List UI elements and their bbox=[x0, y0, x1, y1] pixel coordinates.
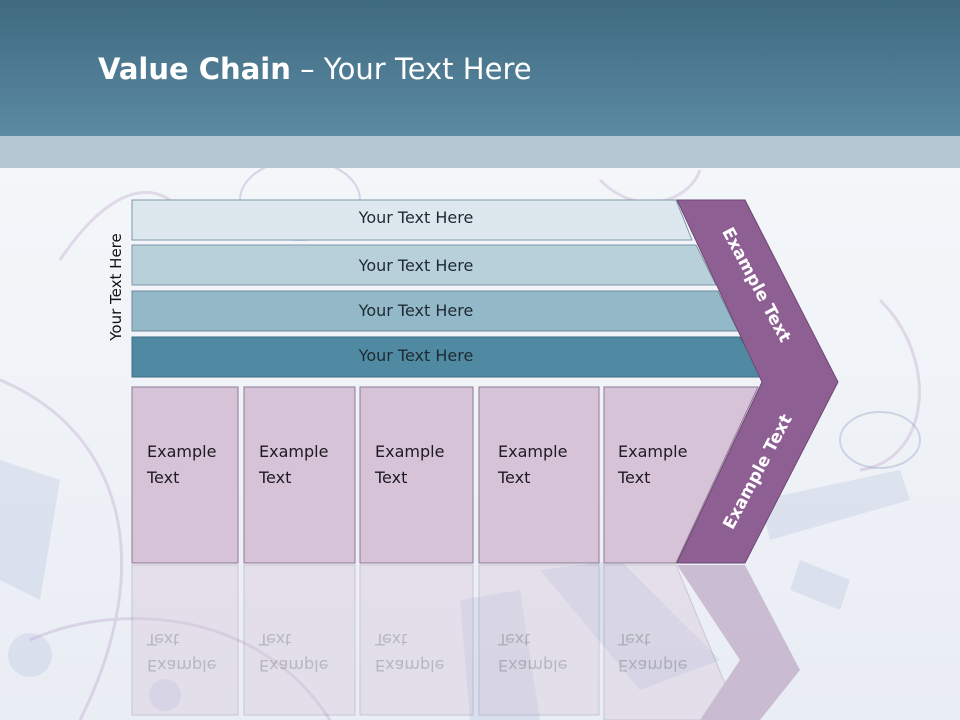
bar-1 bbox=[131, 199, 693, 241]
header-band bbox=[0, 0, 960, 136]
box-2-label: Example Text bbox=[259, 442, 329, 487]
reflection-box-5-label: Example Text bbox=[618, 630, 688, 675]
bar-1-label: Your Text Here bbox=[358, 208, 474, 227]
title-rest: – Your Text Here bbox=[290, 52, 532, 86]
box-3 bbox=[359, 386, 474, 564]
box-5-label: Example Text bbox=[618, 442, 688, 487]
bar-3-label: Your Text Here bbox=[358, 301, 474, 320]
header-subband bbox=[0, 136, 960, 168]
box-5 bbox=[603, 386, 759, 564]
box-2 bbox=[243, 386, 356, 564]
bar-2 bbox=[131, 244, 717, 286]
box-4-label: Example Text bbox=[498, 442, 568, 487]
bar-2-label: Your Text Here bbox=[358, 256, 474, 275]
page-title: Value Chain – Your Text Here bbox=[98, 52, 532, 86]
reflection: Example Text Example Text Example Text E… bbox=[0, 560, 960, 720]
box-4 bbox=[478, 386, 600, 564]
reflection-box-1-label: Example Text bbox=[147, 630, 217, 675]
box-3-label: Example Text bbox=[375, 442, 445, 487]
reflection-box-3-label: Example Text bbox=[375, 630, 445, 675]
chevron bbox=[676, 199, 839, 564]
title-bold: Value Chain bbox=[98, 52, 291, 86]
bar-4-label: Your Text Here bbox=[358, 346, 474, 365]
box-1-label: Example Text bbox=[147, 442, 217, 487]
box-1 bbox=[131, 386, 239, 564]
reflection-box-2-label: Example Text bbox=[259, 630, 329, 675]
reflection-box-4-label: Example Text bbox=[498, 630, 568, 675]
